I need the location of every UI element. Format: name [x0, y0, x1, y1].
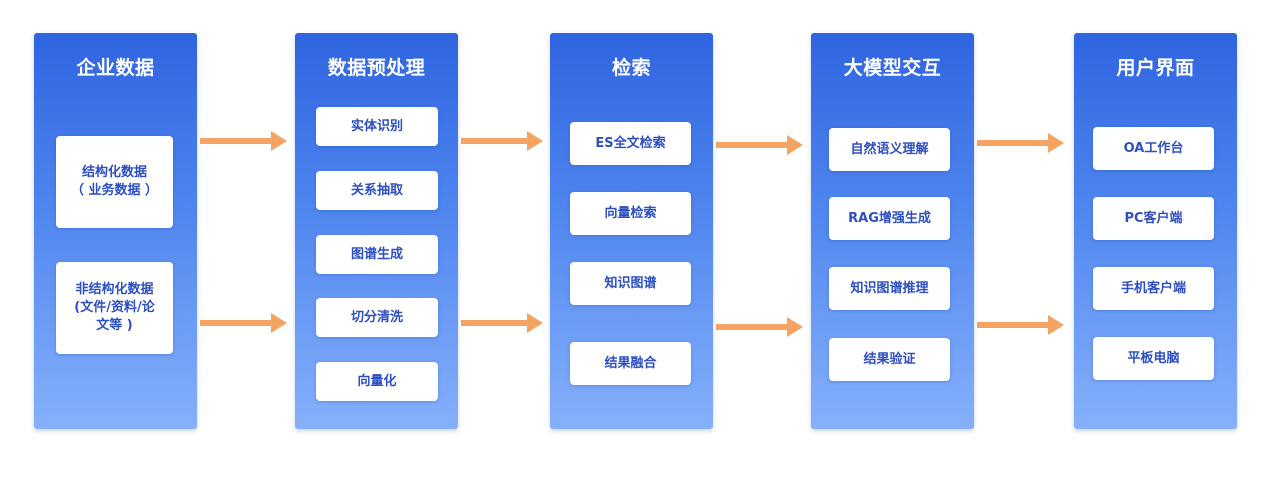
box-structured-data: 结构化数据 （ 业务数据 ） — [56, 136, 173, 228]
column-title: 大模型交互 — [843, 57, 942, 79]
box-vectorization: 向量化 — [316, 362, 438, 401]
box-label: 向量检索 — [604, 205, 657, 221]
box-label: OA工作台 — [1123, 140, 1184, 156]
arrow-right-icon — [200, 313, 287, 333]
box-label: 知识图谱 — [604, 275, 657, 291]
column-title: 检索 — [611, 57, 651, 79]
box-vector-search: 向量检索 — [570, 192, 691, 235]
column-data-preprocessing: 数据预处理 实体识别 关系抽取 图谱生成 切分清洗 向量化 — [295, 33, 458, 429]
arrow-right-icon — [200, 131, 287, 151]
box-label: 关系抽取 — [350, 182, 403, 198]
arrow-right-icon — [977, 133, 1064, 153]
arrow-right-icon — [461, 131, 543, 151]
box-oa-workbench: OA工作台 — [1093, 127, 1214, 170]
box-label: 非结构化数据 (文件/资料/论 文等 ) — [74, 282, 155, 333]
box-label: ES全文检索 — [595, 135, 666, 151]
arrow-right-icon — [716, 317, 803, 337]
box-label: 向量化 — [357, 373, 397, 389]
box-label: PC客户端 — [1124, 210, 1183, 226]
box-mobile-client: 手机客户端 — [1093, 267, 1214, 310]
box-es-fulltext-search: ES全文检索 — [570, 122, 691, 165]
arrow-right-icon — [461, 313, 543, 333]
box-label: 结果验证 — [863, 351, 916, 367]
box-label: 知识图谱推理 — [850, 280, 929, 296]
box-label: 结构化数据 （ 业务数据 ） — [70, 165, 159, 198]
column-title: 企业数据 — [76, 57, 155, 79]
box-natural-semantics: 自然语义理解 — [829, 128, 950, 171]
box-label: 切分清洗 — [350, 309, 403, 325]
arrow-right-icon — [716, 135, 803, 155]
box-rag-generation: RAG增强生成 — [829, 197, 950, 240]
box-unstructured-data: 非结构化数据 (文件/资料/论 文等 ) — [56, 262, 173, 354]
box-label: 手机客户端 — [1120, 280, 1186, 296]
box-tablet: 平板电脑 — [1093, 337, 1214, 380]
box-label: 平板电脑 — [1127, 350, 1180, 366]
column-title: 用户界面 — [1116, 57, 1195, 79]
box-label: 自然语义理解 — [850, 141, 929, 157]
column-user-interface: 用户界面 OA工作台 PC客户端 手机客户端 平板电脑 — [1074, 33, 1237, 429]
box-label: 结果融合 — [604, 355, 657, 371]
column-llm-interaction: 大模型交互 自然语义理解 RAG增强生成 知识图谱推理 结果验证 — [811, 33, 974, 429]
box-label: 图谱生成 — [350, 246, 403, 262]
box-graph-generation: 图谱生成 — [316, 235, 438, 274]
box-chunk-cleaning: 切分清洗 — [316, 298, 438, 337]
box-result-verification: 结果验证 — [829, 338, 950, 381]
column-title: 数据预处理 — [327, 57, 426, 79]
box-knowledge-graph: 知识图谱 — [570, 262, 691, 305]
box-entity-recognition: 实体识别 — [316, 107, 438, 146]
column-retrieval: 检索 ES全文检索 向量检索 知识图谱 结果融合 — [550, 33, 713, 429]
box-graph-reasoning: 知识图谱推理 — [829, 267, 950, 310]
box-result-fusion: 结果融合 — [570, 342, 691, 385]
box-pc-client: PC客户端 — [1093, 197, 1214, 240]
column-enterprise-data: 企业数据 结构化数据 （ 业务数据 ） 非结构化数据 (文件/资料/论 文等 ) — [34, 33, 197, 429]
arrow-right-icon — [977, 315, 1064, 335]
box-relation-extraction: 关系抽取 — [316, 171, 438, 210]
box-label: 实体识别 — [350, 118, 403, 134]
box-label: RAG增强生成 — [848, 210, 931, 226]
